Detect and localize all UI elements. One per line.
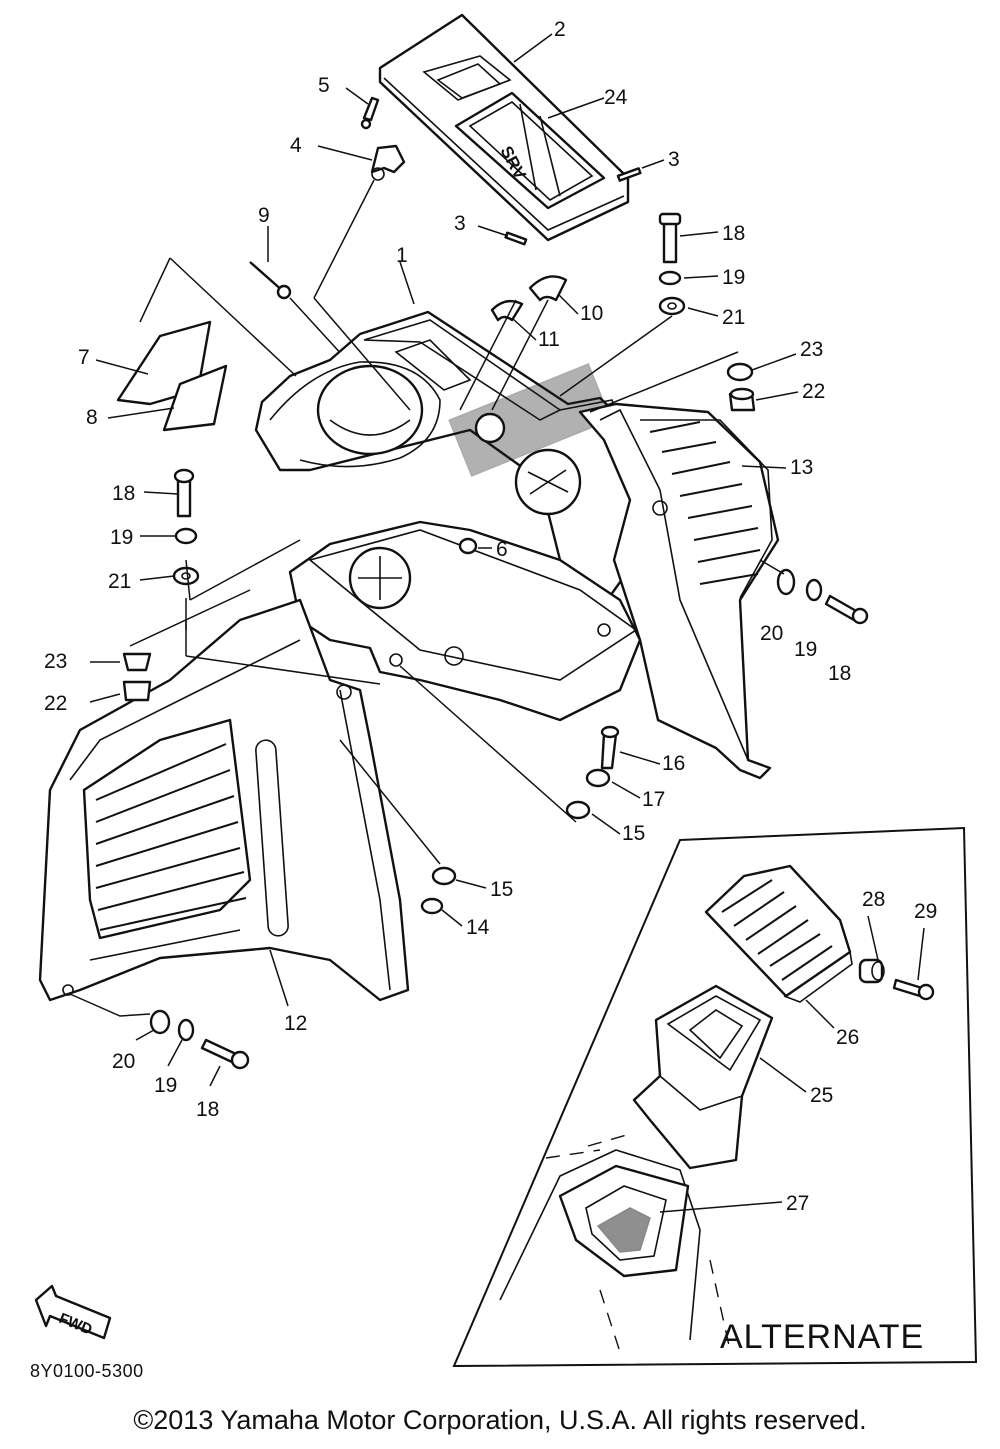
callout-numbers: 1 2 3 3 4 5 6 7 8 9 10 11 12 13 14 15 15… [44, 18, 937, 1215]
callout-10: 10 [580, 302, 603, 325]
part-12-left-grille [38, 598, 410, 1002]
callout-7: 7 [78, 346, 90, 369]
callout-16: 16 [662, 752, 685, 775]
callout-21b: 21 [108, 570, 131, 593]
inset-leaders [659, 915, 925, 1213]
callout-19c: 19 [794, 638, 817, 661]
part-1-lower-section [288, 520, 642, 722]
part-3-pin-left [504, 231, 528, 246]
callout-20b: 20 [112, 1050, 135, 1073]
callout-18d: 18 [196, 1098, 219, 1121]
hardware-left-top [122, 468, 200, 702]
callout-4: 4 [290, 134, 302, 157]
callout-19a: 19 [722, 266, 745, 289]
alternate-inset [452, 826, 978, 1368]
callout-11: 11 [538, 328, 560, 351]
callout-8: 8 [86, 406, 98, 429]
callout-18a: 18 [722, 222, 745, 245]
callout-21a: 21 [722, 306, 745, 329]
callout-3a: 3 [668, 148, 680, 171]
callout-22a: 22 [802, 380, 825, 403]
callout-29: 29 [914, 900, 937, 923]
callout-15a: 15 [490, 878, 513, 901]
part-24-decal [454, 91, 606, 210]
callout-5: 5 [318, 74, 330, 97]
callout-17: 17 [642, 788, 665, 811]
part-10-lens [528, 275, 568, 302]
callout-leaders [89, 33, 799, 1087]
callout-18c: 18 [828, 662, 851, 685]
callout-14: 14 [466, 916, 490, 939]
copyright-notice: ©2013 Yamaha Motor Corporation, U.S.A. A… [133, 1405, 867, 1435]
hardware-right-mid [776, 568, 869, 625]
callout-9: 9 [258, 204, 270, 227]
part-13-right-grille [578, 402, 780, 780]
callout-23b: 23 [44, 650, 67, 673]
inset-title: ALTERNATE [720, 1318, 925, 1356]
part-3-pin-right [616, 167, 642, 182]
callout-13: 13 [790, 456, 813, 479]
leader-lines [69, 179, 785, 1017]
callout-20a: 20 [760, 622, 783, 645]
callout-23a: 23 [800, 338, 823, 361]
callout-1: 1 [396, 244, 408, 267]
part-2-top-cover: SRV [378, 13, 630, 242]
part-5-pin [360, 96, 380, 130]
part-27-base [499, 1133, 731, 1353]
callout-12: 12 [284, 1012, 307, 1035]
part-26-grille-cover [704, 864, 853, 1003]
callout-28: 28 [862, 888, 885, 911]
callout-25: 25 [810, 1084, 833, 1107]
part-11-lens [490, 299, 524, 322]
part-29-screw [892, 978, 935, 1001]
hardware-center [420, 537, 620, 915]
fwd-arrow-icon: FWD [34, 1284, 112, 1340]
callout-2: 2 [554, 18, 566, 41]
callout-15b: 15 [622, 822, 645, 845]
callout-26: 26 [836, 1026, 859, 1049]
part-25-duct [632, 984, 774, 1170]
callout-19b: 19 [110, 526, 133, 549]
callout-6: 6 [496, 538, 508, 561]
callout-19d: 19 [154, 1074, 177, 1097]
part-28-grommet [858, 958, 885, 984]
callout-22b: 22 [44, 692, 67, 715]
part-8-bracket [162, 364, 228, 432]
callout-18b: 18 [112, 482, 135, 505]
hardware-right-top [658, 212, 756, 412]
callout-24: 24 [604, 86, 628, 109]
hardware-left-bottom [149, 1009, 250, 1070]
drawing-code: 8Y0100-5300 [30, 1361, 144, 1381]
callout-3b: 3 [454, 212, 466, 235]
part-4-clip [370, 144, 406, 181]
callout-27: 27 [786, 1192, 809, 1215]
